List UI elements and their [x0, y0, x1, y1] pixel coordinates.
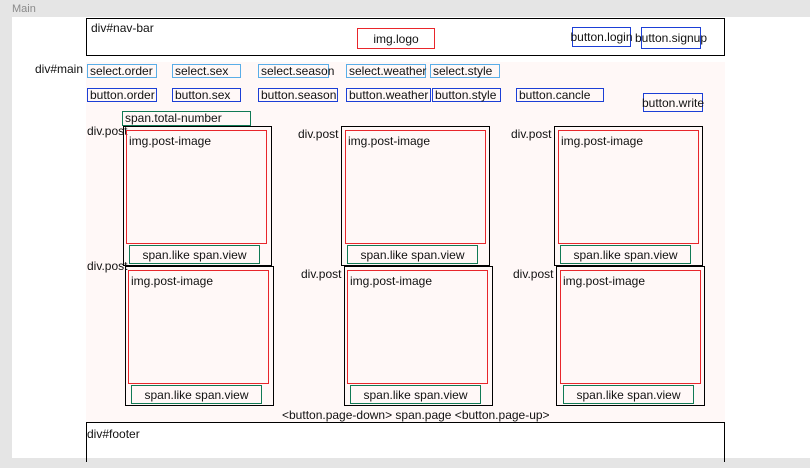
post-image[interactable]: img.post-image	[347, 270, 488, 384]
post-card[interactable]	[556, 266, 705, 406]
post-label: div.post	[511, 127, 552, 141]
post-stats: span.like span.view	[131, 385, 262, 404]
post-stats: span.like span.view	[350, 385, 481, 404]
footer-label: div#footer	[87, 427, 140, 441]
post-label: div.post	[87, 259, 128, 273]
weather-select[interactable]: select.weather	[346, 64, 426, 78]
post-card[interactable]	[344, 266, 493, 406]
logo[interactable]: img.logo	[357, 28, 435, 49]
pagination[interactable]: <button.page-down> span.page <button.pag…	[282, 408, 550, 422]
post-image[interactable]: img.post-image	[345, 130, 486, 244]
frame-title: Main	[12, 3, 36, 15]
season-select[interactable]: select.season	[258, 64, 334, 78]
post-label: div.post	[298, 127, 339, 141]
post-card[interactable]	[123, 126, 272, 266]
weather-button[interactable]: button.weather	[346, 88, 431, 102]
main-label: div#main	[35, 62, 84, 76]
post-card[interactable]	[554, 126, 703, 266]
nav-bar	[86, 18, 725, 56]
style-button[interactable]: button.style	[432, 88, 501, 102]
cancel-button[interactable]: button.cancle	[516, 88, 604, 102]
post-label: div.post	[513, 267, 554, 281]
login-button[interactable]: button.login	[570, 27, 633, 47]
main-area	[86, 62, 725, 422]
nav-bar-label: div#nav-bar	[91, 21, 154, 35]
total-number: span.total-number	[122, 111, 251, 126]
post-image[interactable]: img.post-image	[560, 270, 701, 384]
post-card[interactable]	[125, 266, 274, 406]
sex-button[interactable]: button.sex	[172, 88, 241, 102]
footer	[86, 422, 725, 462]
order-button[interactable]: button.order	[87, 88, 157, 102]
order-select[interactable]: select.order	[87, 64, 157, 78]
post-stats: span.like span.view	[347, 245, 478, 264]
post-label: div.post	[301, 267, 342, 281]
post-stats: span.like span.view	[560, 245, 691, 264]
post-label: div.post	[87, 124, 128, 138]
post-stats: span.like span.view	[563, 385, 694, 404]
post-stats: span.like span.view	[129, 245, 260, 264]
season-button[interactable]: button.season	[258, 88, 338, 102]
style-select[interactable]: select.style	[430, 64, 500, 78]
write-button[interactable]: button.write	[642, 93, 704, 112]
sex-select[interactable]: select.sex	[172, 64, 241, 78]
signup-button[interactable]: button.signup	[635, 27, 707, 49]
post-image[interactable]: img.post-image	[126, 130, 267, 244]
post-image[interactable]: img.post-image	[558, 130, 699, 244]
post-image[interactable]: img.post-image	[128, 270, 269, 384]
post-card[interactable]	[341, 126, 490, 266]
